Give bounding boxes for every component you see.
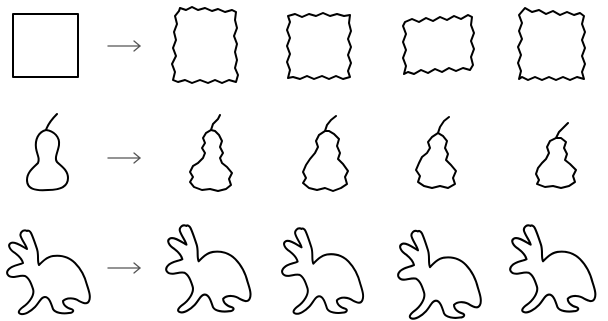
square-deformed-2: [287, 13, 351, 79]
rabbit-deformed-4: [510, 225, 595, 312]
rabbit-deformed-2: [282, 228, 363, 313]
pear-deformed-2: [303, 116, 348, 191]
pear-original: [27, 114, 68, 190]
row-pear: [27, 114, 576, 191]
right-arrow-icon: [108, 41, 140, 51]
pear-deformed-4: [536, 123, 576, 188]
rabbit-deformed-3: [398, 231, 481, 319]
row-rabbit: [7, 225, 595, 318]
pear-deformed-3: [416, 117, 456, 188]
row-square: [13, 7, 585, 83]
square-deformed-1: [172, 7, 238, 83]
right-arrow-icon: [108, 263, 140, 273]
square-deformed-3: [403, 15, 474, 74]
rabbit-deformed-1: [166, 225, 250, 312]
pear-deformed-1: [190, 115, 232, 191]
right-arrow-icon: [108, 153, 140, 163]
square-original: [13, 14, 78, 77]
square-deformed-4: [518, 8, 585, 80]
rabbit-original: [7, 230, 90, 314]
